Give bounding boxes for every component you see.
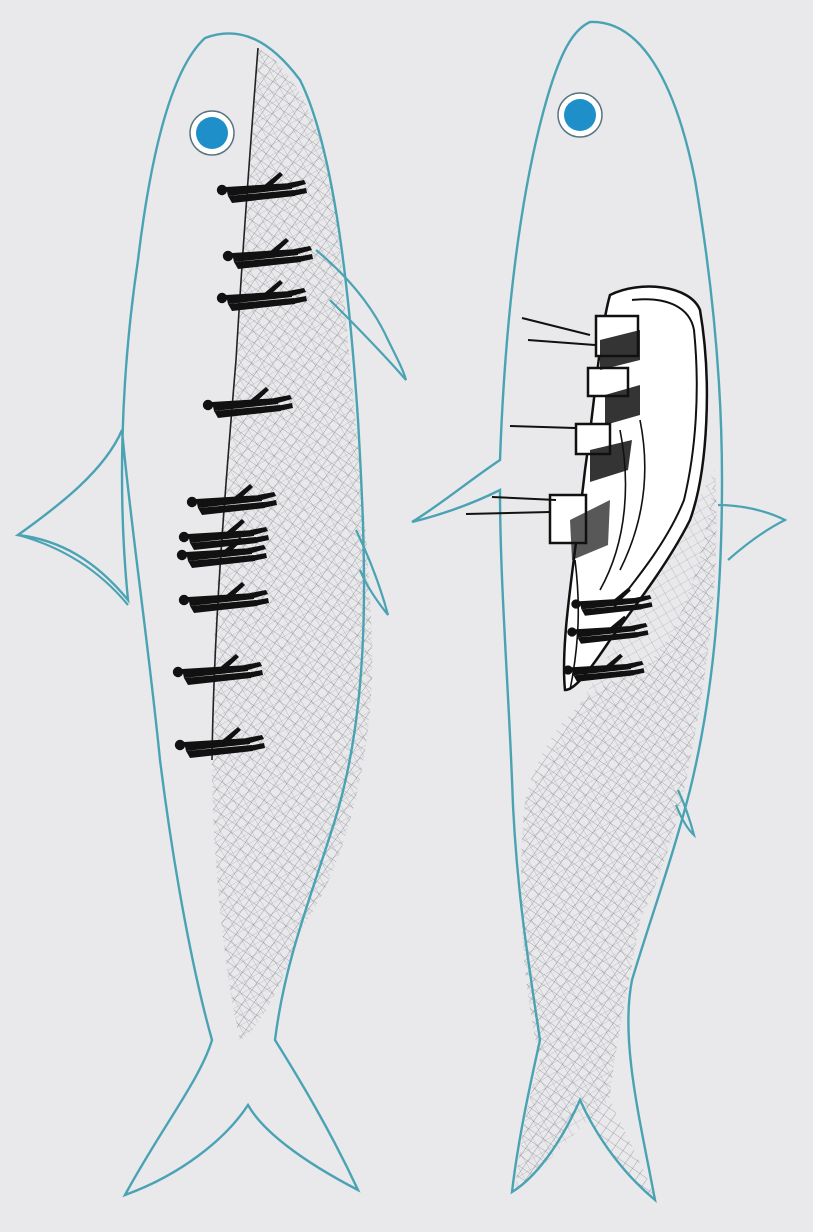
left-fish xyxy=(18,33,406,1195)
right-fish xyxy=(412,22,785,1200)
eye-icon xyxy=(190,111,234,155)
right-fish-fin-right xyxy=(718,505,785,560)
eye-icon xyxy=(558,93,602,137)
left-fish-fin-side xyxy=(18,535,128,605)
